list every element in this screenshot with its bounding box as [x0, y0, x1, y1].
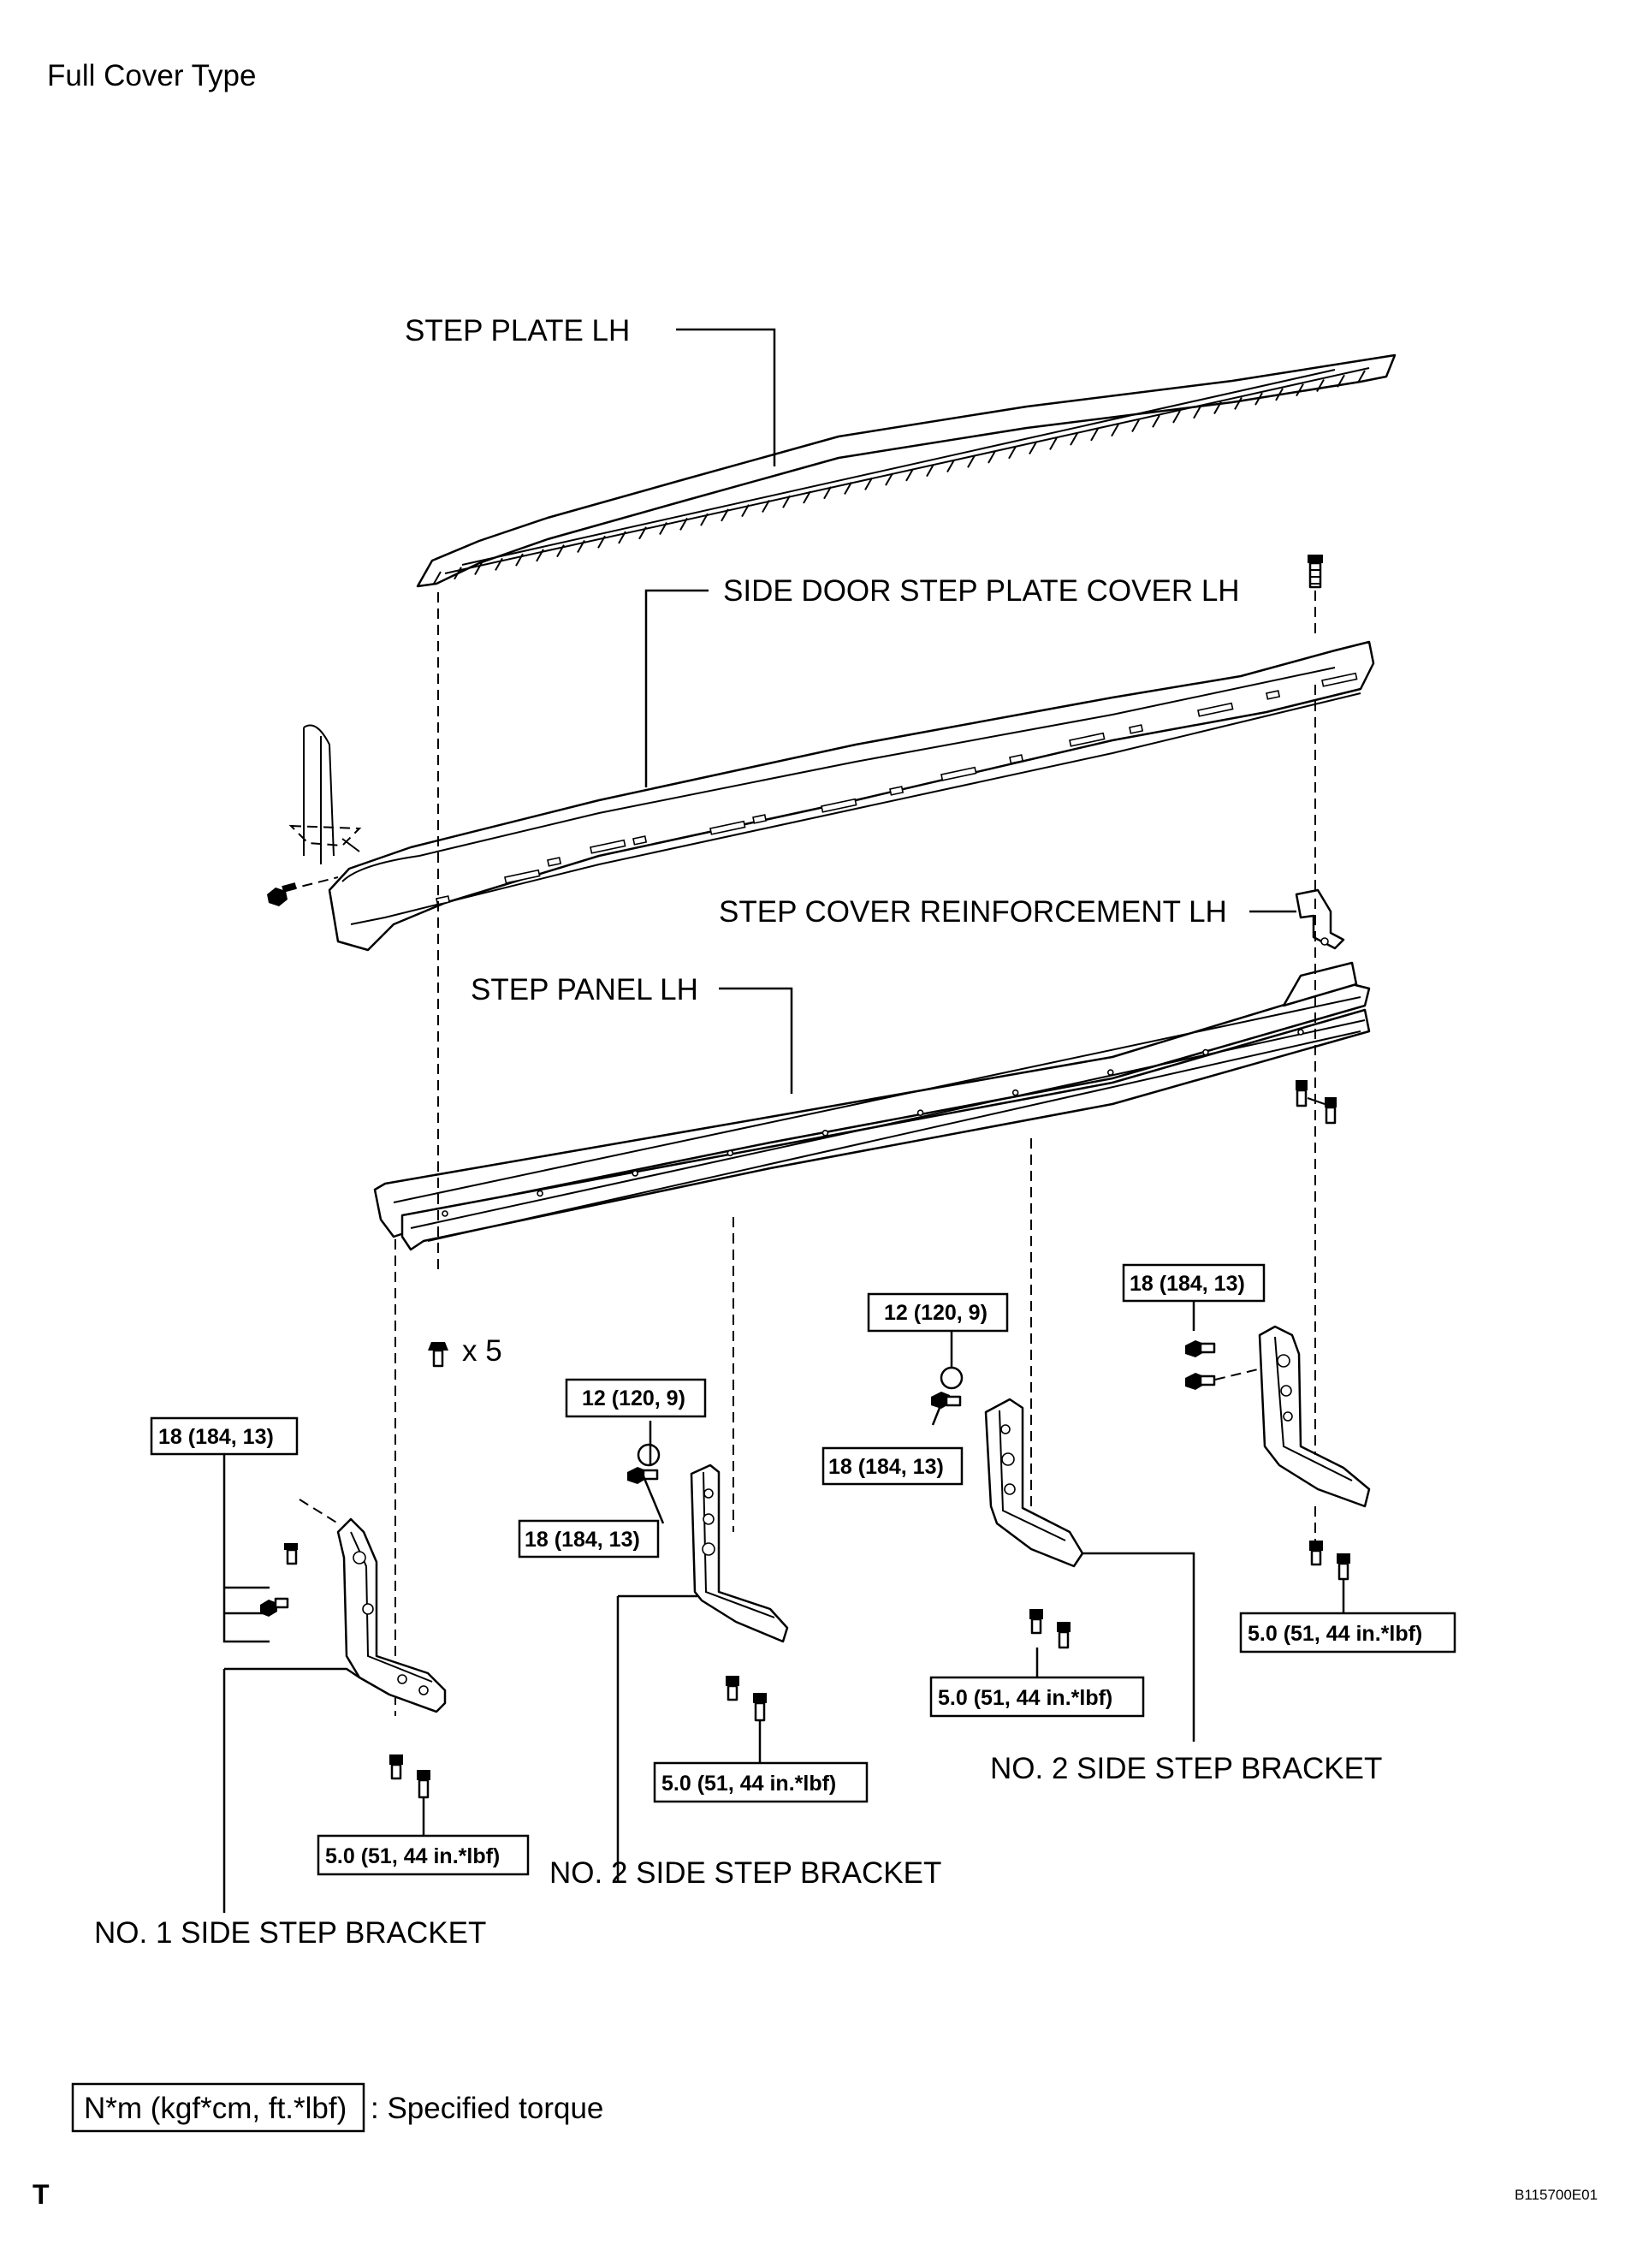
bolts-no2-right-side [931, 1331, 964, 1409]
label-no1-bracket: NO. 1 SIDE STEP BRACKET [94, 1916, 486, 1950]
torque-box: 18 (184, 13) [1122, 1263, 1266, 1303]
torque-box: 5.0 (51, 44 in.*lbf) [317, 1834, 530, 1876]
label-reinforcement: STEP COVER REINFORCEMENT LH [719, 895, 1227, 929]
step-cover-reinforcement-lh [1295, 888, 1345, 950]
side-step-bracket-far-right [1258, 899, 1371, 1508]
page-title: Full Cover Type [47, 59, 256, 92]
svg-text:5.0 (51, 44 in.*lbf): 5.0 (51, 44 in.*lbf) [661, 1772, 836, 1796]
corner-mark: T [33, 2179, 50, 2210]
label-step-plate: STEP PLATE LH [405, 314, 630, 347]
bolts-no1-lower [389, 1754, 430, 1836]
svg-text:12 (120, 9): 12 (120, 9) [582, 1386, 685, 1410]
legend-description: : Specified torque [371, 2092, 603, 2125]
torque-box: 5.0 (51, 44 in.*lbf) [1239, 1612, 1456, 1654]
label-no2-bracket-a: NO. 2 SIDE STEP BRACKET [549, 1856, 941, 1890]
side-door-step-plate-cover-lh [288, 640, 1375, 952]
bolts-no1-upper [260, 1543, 298, 1617]
svg-text:5.0 (51, 44 in.*lbf): 5.0 (51, 44 in.*lbf) [325, 1844, 500, 1868]
svg-text:18 (184, 13): 18 (184, 13) [1130, 1272, 1245, 1296]
bolts-far-right-lower [1309, 1506, 1350, 1613]
torque-box: 18 (184, 13) [821, 1446, 964, 1486]
bolt-cover-top-right [1308, 555, 1323, 589]
label-no2-bracket-b: NO. 2 SIDE STEP BRACKET [990, 1752, 1382, 1785]
bolts-no2-center-lower [726, 1676, 767, 1763]
no1-side-step-bracket [299, 1499, 447, 1713]
torque-box: 5.0 (51, 44 in.*lbf) [653, 1761, 869, 1803]
no2-side-step-bracket-right [984, 1398, 1084, 1568]
torque-box: 5.0 (51, 44 in.*lbf) [929, 1676, 1145, 1718]
clip-icon [428, 1342, 448, 1368]
clip-count: x 5 [462, 1334, 502, 1368]
step-panel-lh [373, 961, 1371, 1251]
torque-box: 12 (120, 9) [867, 1292, 1009, 1333]
label-plate-cover: SIDE DOOR STEP PLATE COVER LH [723, 574, 1240, 608]
legend-unit: N*m (kgf*cm, ft.*lbf) [84, 2092, 347, 2125]
svg-text:12 (120, 9): 12 (120, 9) [884, 1301, 988, 1325]
torque-box: 12 (120, 9) [565, 1378, 707, 1418]
svg-text:18 (184, 13): 18 (184, 13) [525, 1528, 640, 1552]
step-plate-lh [416, 353, 1397, 588]
svg-text:5.0 (51, 44 in.*lbf): 5.0 (51, 44 in.*lbf) [938, 1686, 1112, 1710]
bolts-far-right-side [1185, 1301, 1259, 1390]
bolt-cover-left [267, 876, 339, 906]
svg-text:18 (184, 13): 18 (184, 13) [828, 1455, 944, 1479]
bolts-no2-center-side [627, 1443, 661, 1484]
torque-legend: N*m (kgf*cm, ft.*lbf) : Specified torque [71, 2082, 603, 2133]
torque-box: 18 (184, 13) [518, 1519, 660, 1559]
svg-text:5.0 (51, 44 in.*lbf): 5.0 (51, 44 in.*lbf) [1248, 1622, 1422, 1646]
torque-box: 18 (184, 13) [150, 1416, 299, 1456]
figure-id: B115700E01 [1515, 2187, 1598, 2203]
label-step-panel: STEP PANEL LH [471, 973, 698, 1006]
no2-side-step-bracket-center [690, 1464, 789, 1643]
bolts-no2-right-lower [1029, 1609, 1071, 1677]
svg-text:18 (184, 13): 18 (184, 13) [158, 1425, 274, 1449]
